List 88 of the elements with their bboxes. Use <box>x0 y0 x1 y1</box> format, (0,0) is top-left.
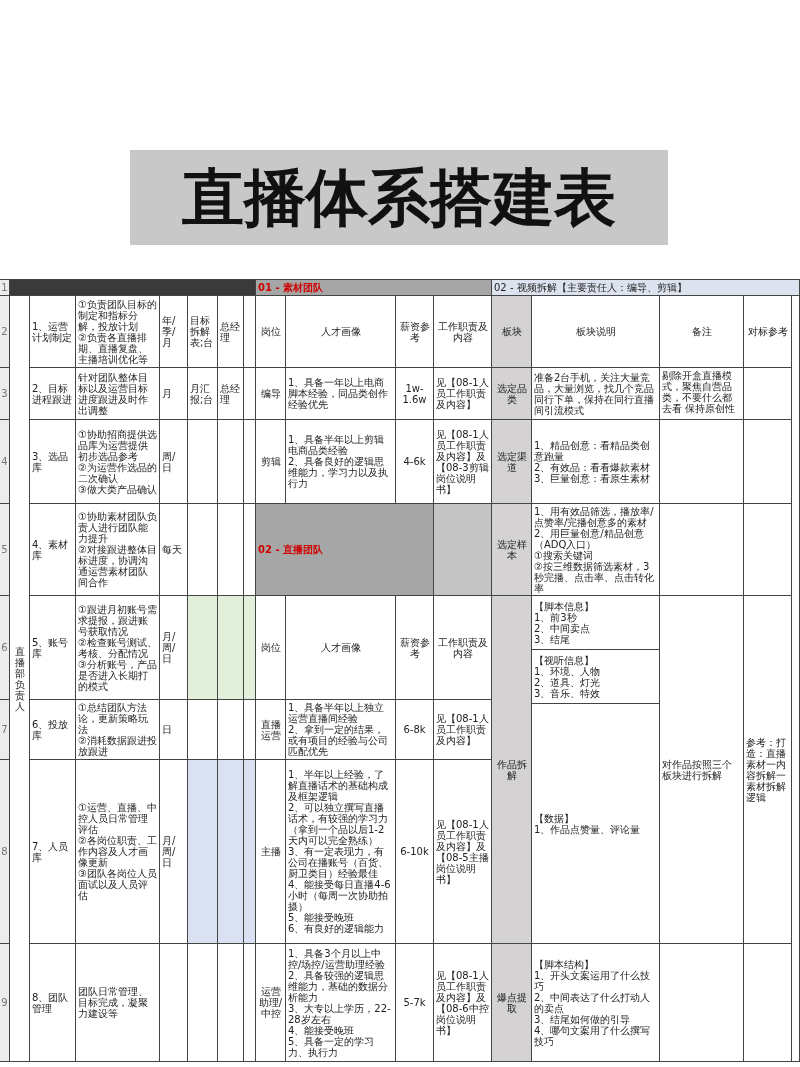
table-cell: ①跟进月初账号需求提报，跟进账号获取情况 ②检查账号测试、考核、分配情况 ③分析账号，产品是否进入长期打的模式 <box>76 596 160 700</box>
table-cell: 【数据】 1、作品点赞量、评论量 <box>532 704 660 944</box>
table-cell: 直播部负责人 <box>10 296 30 1062</box>
column-header: 薪资参考 <box>396 296 434 368</box>
row-header: 板块 <box>492 296 532 368</box>
table-cell: 5-7k <box>396 944 434 1062</box>
table-cell: 总经理 <box>218 368 244 420</box>
row-header: 选定样本 <box>492 504 532 596</box>
table-cell: 7、人员库 <box>30 760 76 944</box>
table-cell: 1、用有效品筛选，播放率/点赞率/完播创意多的素材 2、用巨量创意/精品创意（ADQ入口） ①搜索关键词 ②按三维数据筛选素材，3秒完播、点击率、点击转化率 <box>532 504 660 596</box>
table-cell: 月 <box>160 368 188 420</box>
title-banner: 直播体系搭建表 <box>130 150 668 245</box>
column-header: 薪资参考 <box>396 596 434 700</box>
table-cell: 剔除开盒直播模式，聚焦自营品类，不要什么都去看 保持原创性 <box>660 368 744 420</box>
table-cell: ①协助素材团队负责人进行团队能力提升 ②对接跟进整体目标进度，协调沟通运营素材团队间合作 <box>76 504 160 596</box>
row-number: 2 <box>0 296 10 368</box>
table-cell: 见【08-1人员工作职责及内容】及【08-5主播岗位说明书】 <box>434 760 492 944</box>
table-cell: 1、具备3个月以上中控/场控/运营助理经验 2、具备较强的逻辑思维能力，基础的数据分析能力 3、大专以上学历，22-28岁左右 4、能接受晚班 5、具备一定的学习力、执行力 <box>286 944 396 1062</box>
column-header: 岗位 <box>256 296 286 368</box>
table-cell: 1、具备一年以上电商脚本经验，同品类创作经验优先 <box>286 368 396 420</box>
table-cell: 主播 <box>256 760 286 944</box>
row-header: 选定渠道 <box>492 420 532 504</box>
table-cell: 见【08-1人员工作职责及内容】及【08-6中控岗位说明书】 <box>434 944 492 1062</box>
table-cell: 运营助理/中控 <box>256 944 286 1062</box>
row-header: 作品拆解 <box>492 596 532 944</box>
table-cell: 每天 <box>160 504 188 596</box>
column-header: 工作职责及内容 <box>434 596 492 700</box>
table-cell: 团队日常管理、目标完成，凝聚力建设等 <box>76 944 160 1062</box>
table-cell: 参考：打造：直播素材一内容拆解一素材拆解逻辑 <box>744 596 792 944</box>
table-cell: 1、精品创意：看精品类创意跑量 2、有效品：看看爆款素材 3、巨量创意：看原生素材 <box>532 420 660 504</box>
column-header: 工作职责及内容 <box>434 296 492 368</box>
row-number: 4 <box>0 420 10 504</box>
table-cell: 月汇报;台 <box>188 368 218 420</box>
table-cell: 见【08-1人员工作职责及内容】 <box>434 700 492 760</box>
row-number: 7 <box>0 700 10 760</box>
table-cell: 8、团队管理 <box>30 944 76 1062</box>
table-cell: 1w-1.6w <box>396 368 434 420</box>
row-header: 爆点提取 <box>492 944 532 1062</box>
section-header: 02 - 直播团队 <box>256 504 434 596</box>
table-cell: 见【08-1人员工作职责及内容】 <box>434 368 492 420</box>
table-cell: 2、目标进程跟进 <box>30 368 76 420</box>
table-cell: 年/季/月 <box>160 296 188 368</box>
table-cell: 【视听信息】 1、环境、人物 2、道具、灯光 3、音乐、特效 <box>532 650 660 704</box>
row-number: 6 <box>0 596 10 700</box>
table-cell: 3、选品库 <box>30 420 76 504</box>
row-number: 8 <box>0 760 10 944</box>
table-cell: 总经理 <box>218 296 244 368</box>
table-cell: 6、投放库 <box>30 700 76 760</box>
section-header: 02 - 视频拆解【主要责任人：编导、剪辑】 <box>492 280 800 296</box>
table-cell: 月/周/日 <box>160 596 188 700</box>
table-cell: 对作品按照三个板块进行拆解 <box>660 596 744 944</box>
table-cell: 剪辑 <box>256 420 286 504</box>
table-cell: 【脚本信息】 1、前3秒 2、中间卖点 3、结尾 <box>532 596 660 650</box>
row-number: 9 <box>0 944 10 1062</box>
table-cell: 目标拆解表;台 <box>188 296 218 368</box>
row-number: 5 <box>0 504 10 596</box>
section-header: 01 - 素材团队 <box>256 280 492 296</box>
column-header: 板块说明 <box>532 296 660 368</box>
table-cell: 【脚本结构】 1、开头文案运用了什么技巧 2、中间表达了什么打动人的卖点 3、结尾如何做的引导 4、哪句文案用了什么撰写技巧 <box>532 944 660 1062</box>
table-cell: 1、运营计划制定 <box>30 296 76 368</box>
row-header: 选定品类 <box>492 368 532 420</box>
column-header: 岗位 <box>256 596 286 700</box>
table-cell: ①运营、直播、中控人员日常管理评估 ②各岗位职责、工作内容及人才画像更新 ③团队各岗位人员面试以及人员评估 <box>76 760 160 944</box>
table-cell: 周/日 <box>160 420 188 504</box>
table-cell: 6-8k <box>396 700 434 760</box>
table-cell: ①协助招商提供选品库为运营提供初步选品参考 ②为运营作选品的二次确认 ③做大类产品确认 <box>76 420 160 504</box>
table-cell: 1、具备半年以上剪辑电商品类经验 2、具备良好的逻辑思维能力，学习力以及执行力 <box>286 420 396 504</box>
table-cell: 4-6k <box>396 420 434 504</box>
table-cell: 1、半年以上经验，了解直播话术的基础构成及框架逻辑 2、可以独立撰写直播话术，有较强的学习力（拿到一个品以后1-2天内可以完全熟练） 3、有一定表现力，有公司在播账号（百货、厨卫类目）经验最佳 4、能接受每日直播4-6小时（每周一次协助拍摄） 5、能接受晚班 6、有良好的逻辑能力 <box>286 760 396 944</box>
table-cell: ①负责团队目标的制定和指标分解，投放计划 ②负责各直播排期、直播复盘、主播培训优化等 <box>76 296 160 368</box>
column-header: 备注 <box>660 296 744 368</box>
table-cell: 5、账号库 <box>30 596 76 700</box>
row-number: 1 <box>0 280 10 296</box>
column-header: 人才画像 <box>286 596 396 700</box>
table-cell: ①总结团队方法论，更新策略玩法 ②消耗数据跟进投放跟进 <box>76 700 160 760</box>
table-cell: 日 <box>160 700 188 760</box>
table-cell: 1、具备半年以上独立运营直播间经验 2、拿到一定的结果，或有项目的经验与公司匹配优先 <box>286 700 396 760</box>
table-cell: 4、素材库 <box>30 504 76 596</box>
row-number: 3 <box>0 368 10 420</box>
table-cell: 编导 <box>256 368 286 420</box>
table-cell: 直播运营 <box>256 700 286 760</box>
column-header: 对标参考 <box>744 296 792 368</box>
column-header: 人才画像 <box>286 296 396 368</box>
table-cell: 6-10k <box>396 760 434 944</box>
table-cell: 月/周/日 <box>160 760 188 944</box>
table-cell: 见【08-1人员工作职责及内容】及【08-3剪辑岗位说明书】 <box>434 420 492 504</box>
table-cell: 准备2台手机，关注大量竞品，大量浏览，找几个竞品同行下单，保持在同行直播间引流模式 <box>532 368 660 420</box>
table-cell: 针对团队整体目标以及运营目标进度跟进及时作出调整 <box>76 368 160 420</box>
